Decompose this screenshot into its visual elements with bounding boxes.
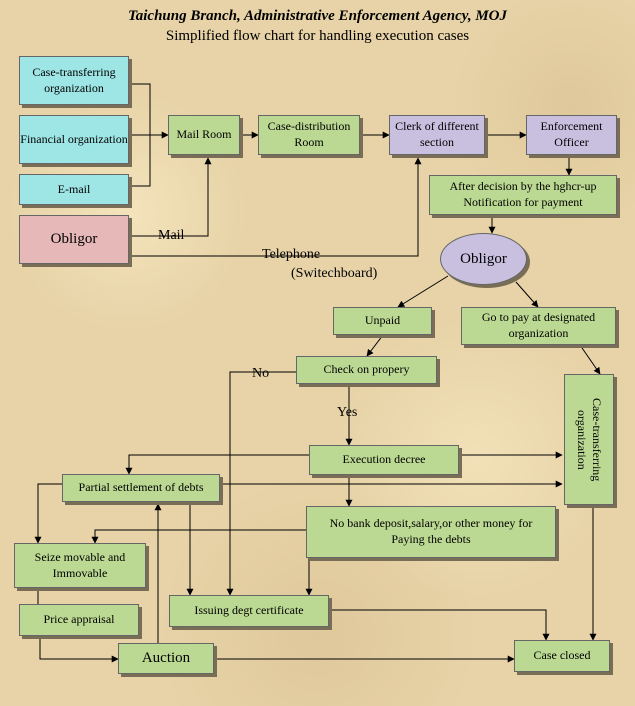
check-property-box: Check on propery — [296, 356, 437, 384]
case-closed-label: Case closed — [533, 648, 591, 663]
no-bank-deposit-box: No bank deposit,salary,or other money fo… — [306, 506, 556, 558]
execution-decree-box: Execution decree — [309, 445, 459, 475]
unpaid-label: Unpaid — [364, 313, 401, 328]
auction-label: Auction — [141, 649, 191, 666]
telephone-edge-label: Telephone — [262, 247, 321, 262]
yes-edge-label: Yes — [337, 405, 358, 420]
go-to-pay-label: Go to pay at designated organization — [481, 310, 596, 340]
seize-box: Seize movable and Immovable — [14, 543, 146, 588]
clerk-label: Clerk of different section — [395, 119, 479, 149]
page-title: Taichung Branch, Administrative Enforcem… — [127, 8, 508, 24]
mail-edge-label: Mail — [158, 228, 185, 243]
case-distribution-label: Case-distribution Room — [267, 119, 351, 149]
page-subtitle: Simplified flow chart for handling execu… — [165, 28, 470, 44]
enforcement-officer-box: Enforcement Officer — [526, 115, 617, 155]
financial-org-box: Financial organization — [19, 115, 129, 164]
after-decision-label: After decision by the hghcr-up Notificat… — [449, 179, 597, 209]
case-transferring-org-box: Case-transferring organization — [19, 56, 129, 105]
check-property-label: Check on propery — [323, 362, 410, 377]
enforcement-officer-label: Enforcement Officer — [540, 119, 603, 149]
case-closed-box: Case closed — [514, 640, 610, 672]
obligor-oval-label: Obligor — [460, 250, 507, 267]
issuing-certificate-label: Issuing degt certificate — [194, 603, 304, 618]
obligor-oval: Obligor — [440, 233, 527, 285]
mail-room-box: Mail Room — [168, 115, 240, 155]
price-appraisal-box: Price appraisal — [19, 604, 139, 636]
obligor-left-box: Obligor — [19, 215, 129, 264]
auction-box: Auction — [118, 643, 214, 674]
email-label: E-mail — [57, 181, 91, 196]
partial-settlement-box: Partial settlement of debts — [62, 474, 220, 502]
email-box: E-mail — [19, 174, 129, 205]
case-distribution-box: Case-distribution Room — [258, 115, 360, 155]
price-appraisal-label: Price appraisal — [43, 612, 115, 627]
after-decision-box: After decision by the hghcr-up Notificat… — [429, 175, 617, 215]
execution-decree-label: Execution decree — [342, 452, 426, 467]
clerk-box: Clerk of different section — [389, 115, 485, 155]
financial-org-label: Financial organization — [20, 131, 128, 146]
issuing-certificate-box: Issuing degt certificate — [169, 595, 329, 627]
partial-settlement-label: Partial settlement of debts — [78, 480, 204, 495]
switchboard-edge-label: (Switechboard) — [291, 266, 378, 281]
no-bank-deposit-label: No bank deposit,salary,or other money fo… — [329, 516, 533, 546]
seize-label: Seize movable and Immovable — [34, 549, 126, 580]
no-edge-label: No — [252, 366, 270, 381]
case-transferring-org-label: Case-transferring organization — [32, 64, 116, 95]
unpaid-box: Unpaid — [333, 307, 432, 335]
obligor-left-label: Obligor — [50, 230, 98, 247]
case-transferring-right-box: Case-transferring organization — [564, 374, 614, 505]
mail-room-label: Mail Room — [176, 127, 232, 142]
case-transferring-right-label: Case-transferring organization — [575, 397, 604, 482]
go-to-pay-box: Go to pay at designated organization — [461, 307, 616, 345]
